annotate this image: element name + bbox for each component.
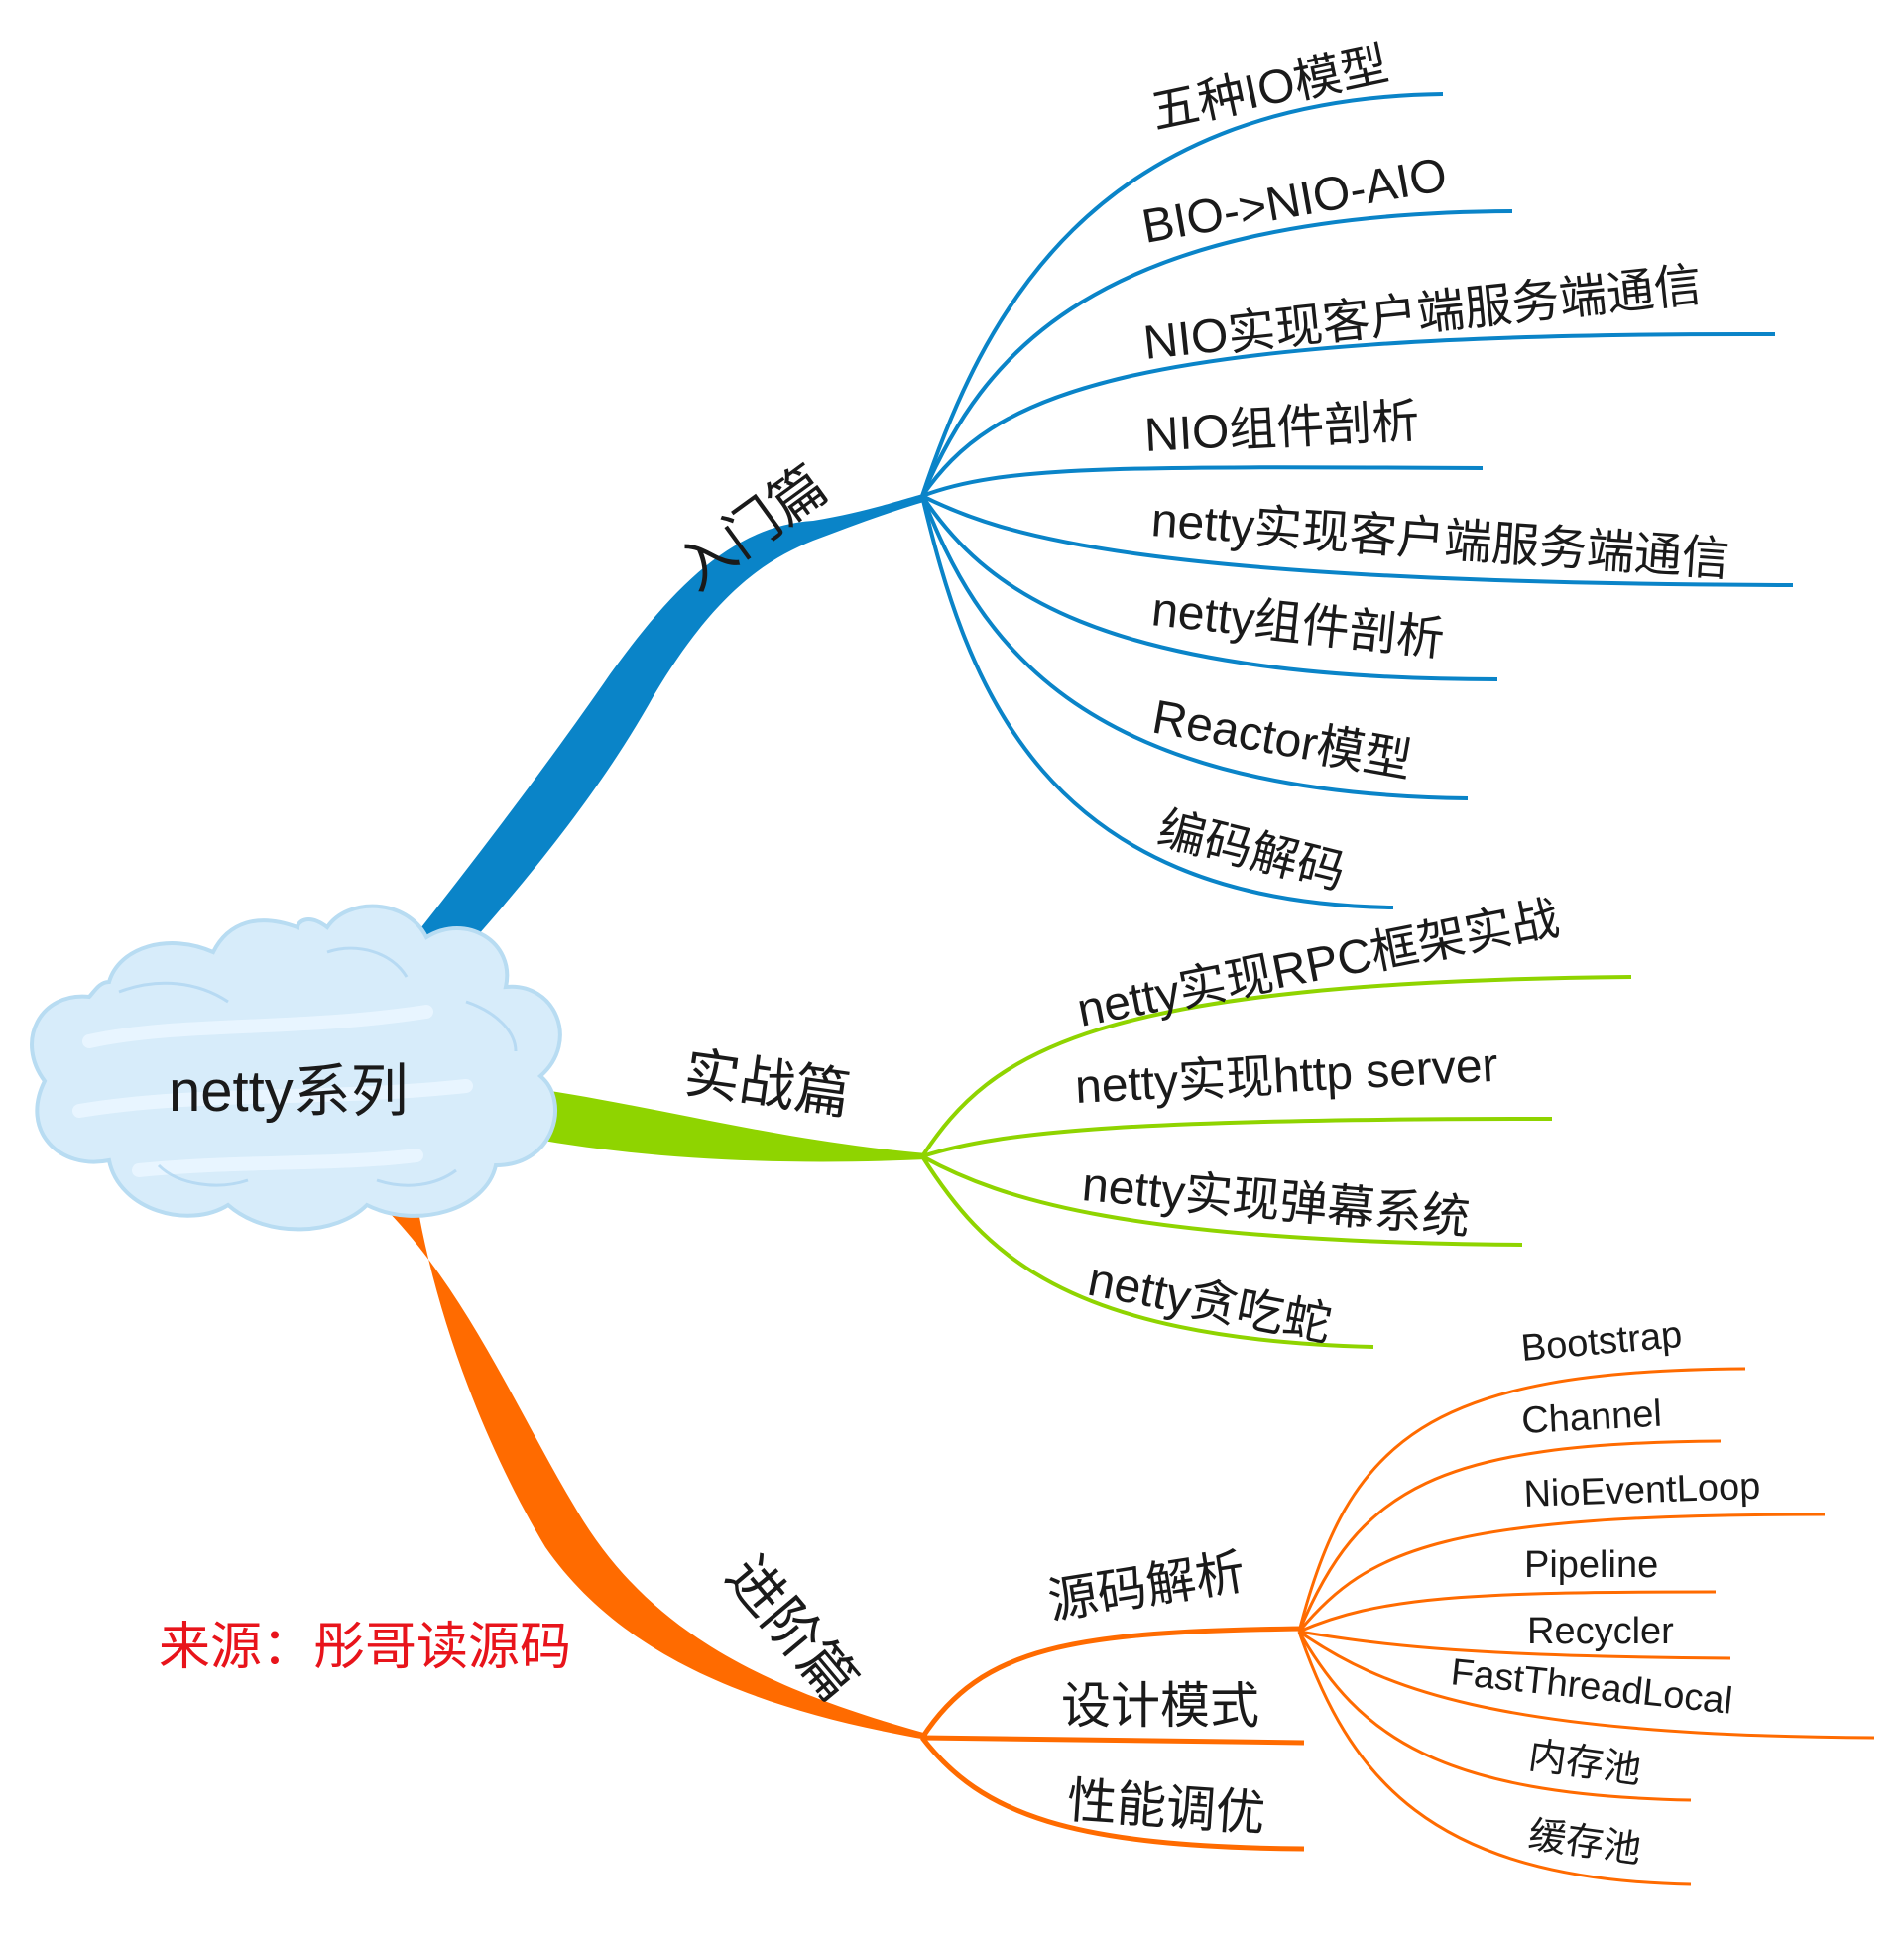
practice-leaf-label: netty实现http server <box>1074 1039 1499 1114</box>
source-note: 来源：彤哥读源码 <box>159 1618 572 1677</box>
intro-leaf-line <box>920 331 1776 498</box>
practice-leaf-line <box>920 975 1632 1158</box>
advanced-sub-label: 性能调优 <box>1065 1772 1266 1842</box>
source-leaf-line <box>1297 1367 1746 1633</box>
practice-leaf-line <box>921 1154 1523 1247</box>
source-leaf-line <box>1297 1512 1826 1633</box>
practice-leaf-line <box>921 1117 1553 1158</box>
source-leaf-line <box>1298 1630 1875 1740</box>
source-leaf-label: Pipeline <box>1524 1544 1658 1586</box>
intro-main-branch <box>382 493 927 982</box>
practice-main-branch <box>516 1086 927 1162</box>
source-leaf-label: FastThreadLocal <box>1449 1651 1734 1723</box>
practice-leaf-label: netty实现RPC框架实战 <box>1073 893 1563 1037</box>
intro-leaf-label: 编码解码 <box>1152 802 1350 900</box>
intro-leaf-line <box>920 92 1444 497</box>
source-leaves <box>1297 1367 1875 1886</box>
advanced-sub-line <box>920 1736 1305 1852</box>
advanced-sub-line <box>919 1626 1305 1740</box>
root-cloud <box>30 904 562 1232</box>
advanced-sub-line <box>921 1735 1305 1746</box>
intro-leaf-label: BIO->NIO-AIO <box>1138 149 1451 254</box>
intro-leaf-label: netty实现客户端服务端通信 <box>1149 494 1730 587</box>
source-leaf-label: 缓存池 <box>1526 1814 1644 1871</box>
intro-leaf-label: NIO组件剖析 <box>1143 396 1421 462</box>
source-leaf-line <box>1297 1439 1722 1633</box>
intro-leaf-label: Reactor模型 <box>1148 691 1415 788</box>
source-leaf-label: NioEventLoop <box>1523 1466 1761 1515</box>
intro-leaf-label: 五种IO模型 <box>1146 38 1392 139</box>
advanced-main-branch <box>382 1200 927 1740</box>
source-leaf-line <box>1298 1630 1731 1660</box>
source-leaf-line <box>1297 1631 1692 1886</box>
practice-branch-label: 实战篇 <box>680 1040 854 1126</box>
source-leaf-label: Recycler <box>1527 1611 1674 1652</box>
source-leaf-label: Channel <box>1520 1393 1663 1442</box>
practice-leaves <box>920 975 1632 1349</box>
practice-leaf-label: netty实现弹幕系统 <box>1080 1158 1472 1245</box>
practice-leaf-line <box>920 1154 1374 1349</box>
intro-leaf-line <box>920 495 1394 909</box>
advanced-sub-lines <box>919 1626 1305 1852</box>
intro-leaf-line <box>921 465 1484 498</box>
intro-leaves <box>920 92 1794 909</box>
advanced-sub-label: 源码解析 <box>1044 1543 1249 1630</box>
source-leaf-line <box>1298 1590 1717 1634</box>
intro-leaf-line <box>920 494 1498 681</box>
source-leaf-line <box>1297 1631 1692 1802</box>
intro-leaf-line <box>921 494 1794 587</box>
intro-leaf-line <box>920 495 1469 800</box>
source-leaf-label: Bootstrap <box>1519 1314 1684 1370</box>
intro-leaf-line <box>920 209 1513 497</box>
source-leaf-label: 内存池 <box>1526 1735 1644 1791</box>
advanced-sub-labels: 源码解析 设计模式 性能调优 <box>1044 1543 1267 1842</box>
intro-leaf-label: NIO实现客户端服务端通信 <box>1141 259 1705 370</box>
advanced-sub-label: 设计模式 <box>1061 1678 1259 1734</box>
root-title: netty系列 <box>169 1059 409 1124</box>
practice-leaf-label: netty贪吃蛇 <box>1084 1254 1336 1352</box>
